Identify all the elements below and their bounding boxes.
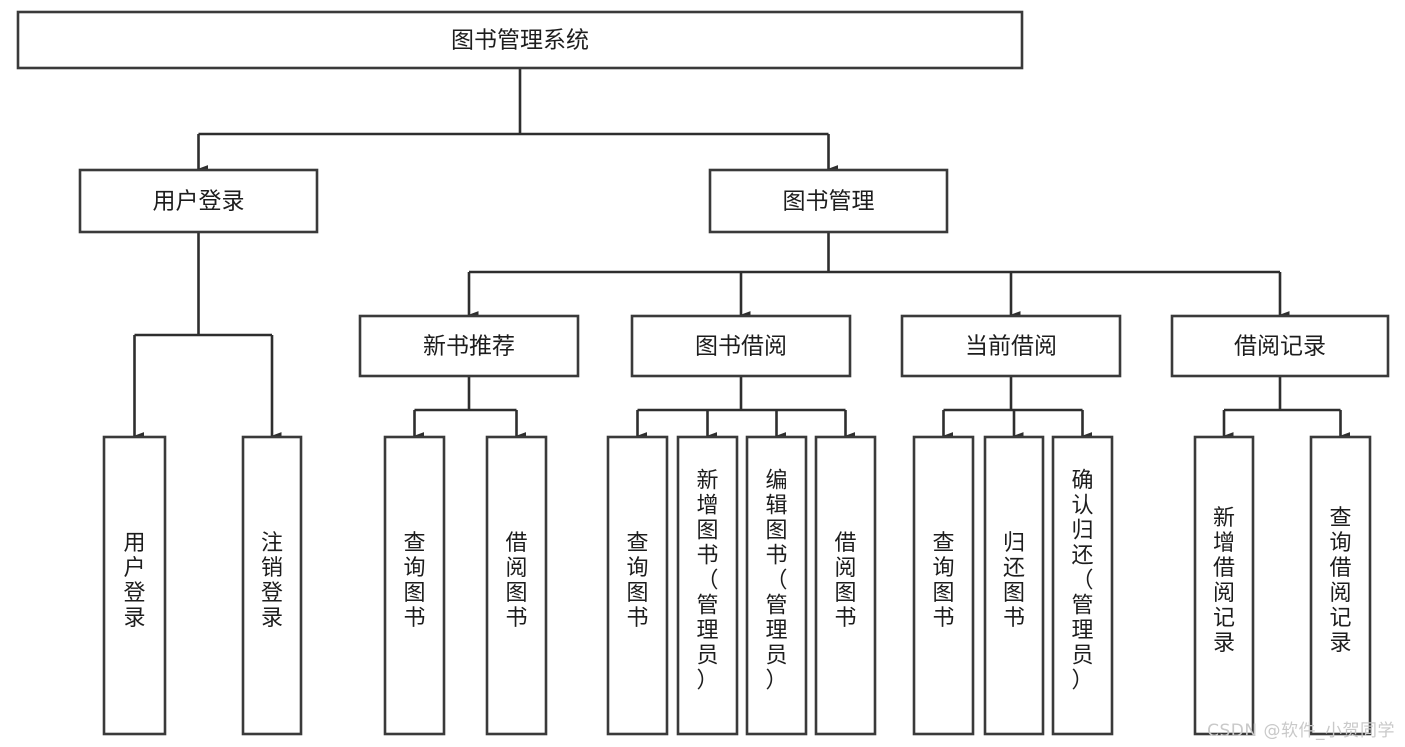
node-leaf-borrow-book-2-box	[814, 435, 877, 736]
node-leaf-borrow-book-1[interactable]: 借阅图书	[485, 435, 548, 736]
node-leaf-query-record-label: 查询借阅记录	[1329, 506, 1351, 656]
node-leaf-edit-book-admin-label: 编辑图书（管理员）	[765, 469, 787, 694]
node-leaf-query-book-2[interactable]: 查询图书	[606, 435, 669, 736]
node-boxes: 图书管理系统用户登录图书管理新书推荐图书借阅当前借阅借阅记录用户登录注销登录查询…	[16, 10, 1390, 736]
node-leaf-confirm-return-label: 确认归还（管理员）	[1071, 469, 1093, 694]
node-leaf-logout[interactable]: 注销登录	[241, 435, 303, 736]
node-user-login-label: 用户登录	[153, 189, 245, 215]
node-leaf-borrow-book-1-label: 借阅图书	[505, 531, 527, 631]
node-leaf-add-book-admin-box	[676, 435, 739, 736]
node-leaf-query-book-2-label: 查询图书	[626, 531, 648, 631]
node-leaf-confirm-return-box	[1051, 435, 1114, 736]
node-leaf-query-book-3-label: 查询图书	[932, 531, 954, 631]
node-current-borrow-box	[900, 314, 1122, 378]
node-leaf-borrow-book-2[interactable]: 借阅图书	[814, 435, 877, 736]
node-leaf-add-book-admin-label: 新增图书（管理员）	[696, 469, 718, 694]
node-leaf-user-login-label: 用户登录	[123, 531, 145, 631]
node-leaf-user-login[interactable]: 用户登录	[102, 435, 167, 736]
node-leaf-edit-book-admin-box	[745, 435, 808, 736]
node-leaf-return-book-label: 归还图书	[1003, 531, 1025, 631]
node-root[interactable]: 图书管理系统	[16, 10, 1024, 70]
node-leaf-add-record-label: 新增借阅记录	[1213, 506, 1235, 656]
node-new-book-recommend[interactable]: 新书推荐	[358, 314, 580, 378]
node-leaf-borrow-book-1-box	[485, 435, 548, 736]
node-leaf-confirm-return[interactable]: 确认归还（管理员）	[1051, 435, 1114, 736]
node-leaf-borrow-book-2-label: 借阅图书	[834, 531, 856, 631]
node-leaf-query-book-1-box	[383, 435, 446, 736]
node-leaf-return-book[interactable]: 归还图书	[983, 435, 1045, 736]
node-leaf-add-book-admin[interactable]: 新增图书（管理员）	[676, 435, 739, 736]
node-leaf-return-book-box	[983, 435, 1045, 736]
node-borrow-record-box	[1170, 314, 1390, 378]
node-leaf-query-book-1[interactable]: 查询图书	[383, 435, 446, 736]
node-book-manage-label: 图书管理	[783, 189, 875, 215]
node-new-book-recommend-box	[358, 314, 580, 378]
node-book-manage[interactable]: 图书管理	[708, 168, 949, 234]
node-current-borrow[interactable]: 当前借阅	[900, 314, 1122, 378]
node-user-login[interactable]: 用户登录	[78, 168, 319, 234]
watermark-label: CSDN @软件_小贺同学	[1207, 721, 1395, 741]
node-leaf-query-book-3[interactable]: 查询图书	[912, 435, 975, 736]
node-book-borrow-label: 图书借阅	[695, 334, 787, 360]
node-new-book-recommend-label: 新书推荐	[423, 334, 515, 360]
node-root-box	[16, 10, 1024, 70]
node-leaf-user-login-box	[102, 435, 167, 736]
node-leaf-query-record[interactable]: 查询借阅记录	[1309, 435, 1372, 736]
node-leaf-query-book-1-label: 查询图书	[403, 531, 425, 631]
node-book-manage-box	[708, 168, 949, 234]
node-leaf-add-record[interactable]: 新增借阅记录	[1193, 435, 1255, 736]
node-leaf-add-record-box	[1193, 435, 1255, 736]
node-user-login-box	[78, 168, 319, 234]
node-current-borrow-label: 当前借阅	[965, 334, 1057, 360]
node-leaf-logout-label: 注销登录	[261, 531, 283, 631]
node-borrow-record-label: 借阅记录	[1234, 334, 1326, 360]
node-leaf-query-book-3-box	[912, 435, 975, 736]
node-borrow-record[interactable]: 借阅记录	[1170, 314, 1390, 378]
node-leaf-edit-book-admin[interactable]: 编辑图书（管理员）	[745, 435, 808, 736]
node-leaf-query-book-2-box	[606, 435, 669, 736]
node-book-borrow-box	[630, 314, 852, 378]
node-book-borrow[interactable]: 图书借阅	[630, 314, 852, 378]
node-leaf-logout-box	[241, 435, 303, 736]
node-root-label: 图书管理系统	[451, 28, 589, 54]
node-leaf-query-record-box	[1309, 435, 1372, 736]
edge-connectors	[133, 68, 1351, 440]
